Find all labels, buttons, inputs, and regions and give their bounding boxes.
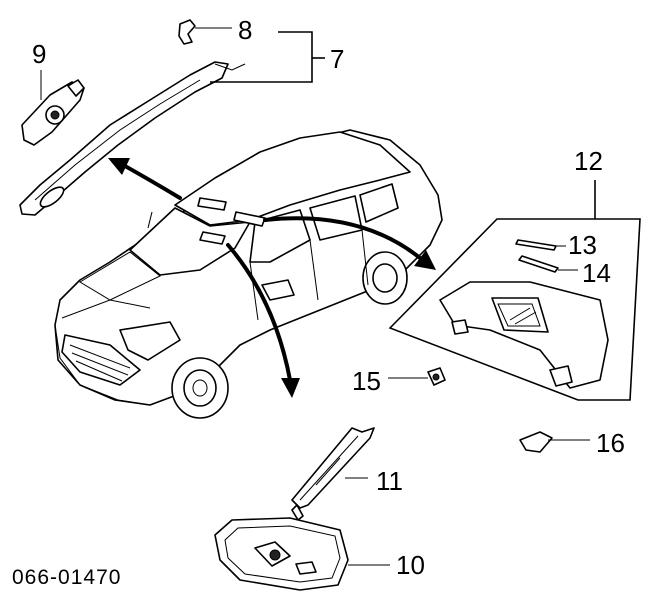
part-7-assist-grip	[19, 61, 246, 216]
part-16-cover	[519, 431, 590, 453]
callout-8: 8	[238, 15, 252, 45]
callout-14: 14	[582, 258, 611, 288]
callout-13: 13	[568, 230, 597, 260]
part-11-bracket	[291, 427, 375, 521]
arrows	[108, 158, 436, 398]
callout-15: 15	[352, 366, 381, 396]
part-15-clip	[388, 367, 446, 386]
callout-9: 9	[32, 39, 46, 69]
part-9-lamp	[21, 70, 85, 146]
part-10-rearview-mirror	[214, 517, 390, 591]
leader-7-8	[210, 31, 325, 83]
part-12-sun-visor-box	[388, 180, 641, 401]
part-8-clip	[178, 19, 232, 45]
callout-11: 11	[376, 466, 403, 496]
callout-12: 12	[574, 146, 603, 176]
callout-10: 10	[396, 550, 425, 580]
callout-16: 16	[596, 428, 625, 458]
car-illustration	[54, 129, 443, 419]
diagram-code: 066-01470	[12, 566, 121, 589]
callout-7: 7	[330, 44, 344, 74]
